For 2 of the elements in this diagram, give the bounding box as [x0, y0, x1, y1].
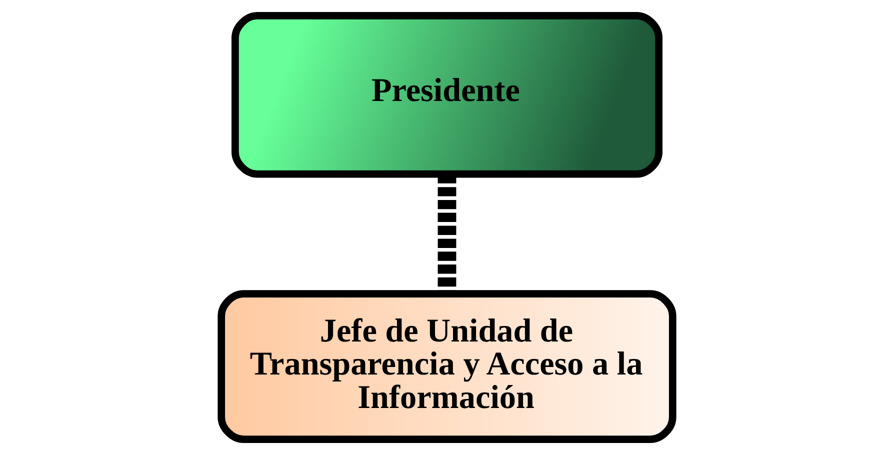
node-box: Presidente [231, 12, 662, 178]
node-box: Jefe de Unidad de Transparencia y Acceso a la Información [217, 290, 676, 443]
